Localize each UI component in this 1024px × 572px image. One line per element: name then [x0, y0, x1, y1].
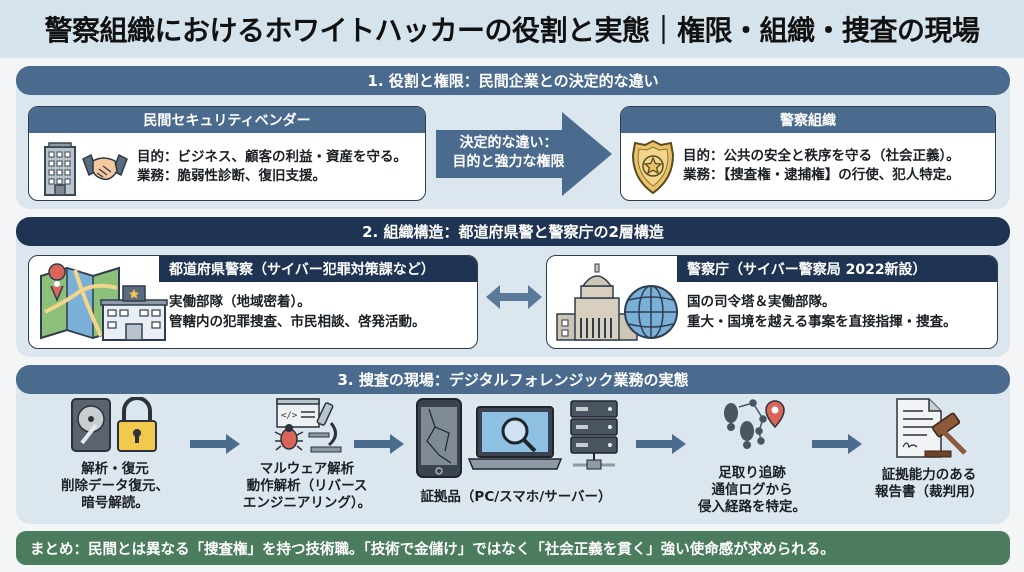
tracking-icons	[724, 399, 785, 449]
handshake-icon	[82, 153, 128, 181]
step-tracking: 足取り追跡 通信ログから 侵入経路を特定。	[692, 397, 812, 516]
page-title: 警察組織におけるホワイトハッカーの役割と実態｜権限・組織・捜査の現場	[44, 14, 980, 47]
bidirectional-arrow-icon	[486, 285, 542, 309]
network-path-icon	[738, 399, 767, 445]
hard-drive-lock-icons	[71, 396, 157, 452]
office-building-icon	[44, 142, 76, 196]
step-malware-analysis: </> マルウェア解析 動作解析（リバース エンジニアリング）。	[242, 397, 372, 512]
private-purpose: 目的：ビジネス、顧客の利益・資産を守る。	[137, 149, 407, 165]
section-heading: 3. 捜査の現場：デジタルフォレンジック業務の実態	[16, 365, 1010, 394]
police-station-icon	[100, 285, 168, 341]
step-desc: 報告書（裁判用）	[875, 484, 983, 500]
card-title: 民間セキュリティベンダー	[29, 107, 425, 133]
prefectural-icons	[40, 263, 168, 341]
card-title: 警察組織	[621, 107, 995, 133]
microscope-icon	[308, 402, 342, 453]
npa-icons	[556, 263, 678, 341]
step-analysis-recovery: 解析・復元 削除データ復元、 暗号解読。	[60, 396, 170, 512]
step-desc: 削除データ復元、	[61, 478, 169, 494]
step-title: 証拠品（PC/スマホ/サーバー）	[420, 489, 612, 505]
map-icon	[40, 263, 120, 340]
step-desc: エンジニアリング）。	[242, 495, 372, 511]
card-title: 都道府県警察（サイバー犯罪対策課など）	[159, 256, 477, 282]
police-badge-icon	[631, 139, 675, 195]
step-title: 解析・復元	[81, 461, 149, 477]
footprints-icon	[724, 403, 754, 449]
laptop-magnifier-icon	[467, 406, 563, 470]
section-structure: 2. 組織構造：都道府県警と警察庁の2層構造	[16, 217, 1010, 357]
summary-banner: まとめ：民間とは異なる「捜査権」を持つ技術職。「技術で金儲け」ではなく「社会正義…	[16, 531, 1010, 565]
step-title: 足取り追跡	[718, 465, 786, 481]
server-rack-icon	[570, 400, 618, 470]
step-title: 証拠能力のある	[881, 467, 977, 483]
section-heading: 2. 組織構造：都道府県警と警察庁の2層構造	[16, 217, 1010, 246]
arrow-label-line2: 目的と強力な権限	[452, 154, 565, 170]
private-duties: 業務：脆弱性診断、復旧支援。	[137, 168, 326, 184]
svg-text:</>: </>	[281, 411, 298, 421]
bug-icon	[274, 424, 304, 451]
npa-role: 国の司令塔＆実働部隊。	[687, 294, 836, 310]
flow-arrow-icon	[190, 434, 240, 454]
section-roles: 1. 役割と権限：民間企業との決定的な違い 民間セキュリティベンダー	[16, 66, 1010, 209]
police-purpose: 目的：公共の安全と秩序を守る（社会正義）。	[683, 148, 960, 164]
title-bar: 警察組織におけるホワイトハッカーの役割と実態｜権限・組織・捜査の現場	[0, 0, 1024, 58]
report-icons	[896, 398, 967, 458]
section-heading: 1. 役割と権限：民間企業との決定的な違い	[16, 66, 1010, 95]
arrow-right-icon	[436, 112, 612, 196]
prefectural-police-card: 都道府県警察（サイバー犯罪対策課など） 実働部隊（地域密着）。 管轄内の犯罪捜査…	[28, 255, 478, 349]
card-title: 警察庁（サイバー警察局 2022新設）	[677, 256, 997, 282]
evidence-icons	[416, 398, 618, 478]
step-desc: 動作解析（リバース	[246, 478, 368, 494]
npa-card: 警察庁（サイバー警察局 2022新設） 国の司令塔＆実働部隊。 重大・国境を越え…	[546, 255, 998, 349]
flow-arrow-icon	[636, 434, 686, 454]
gavel-icon	[924, 412, 967, 458]
police-org-card: 警察組織 目的：公共の安全と秩序を守る（社会正義）。 業務：【捜査権・逮捕権】の…	[620, 106, 996, 201]
diet-building-icon	[556, 263, 638, 341]
npa-duties: 重大・国境を越える事案を直接指揮・捜査。	[687, 314, 957, 330]
summary-text: まとめ：民間とは異なる「捜査権」を持つ技術職。「技術で金儲け」ではなく「社会正義…	[30, 541, 835, 558]
malware-icons: </>	[274, 398, 342, 453]
broken-smartphone-icon	[416, 398, 462, 478]
code-window-icon: </>	[276, 398, 320, 428]
globe-icon	[624, 285, 678, 339]
step-desc: 暗号解読。	[81, 495, 149, 511]
padlock-icon	[117, 396, 157, 452]
private-vendor-card: 民間セキュリティベンダー 目的：ビジネス、顧客の利益・	[28, 106, 426, 201]
hard-drive-icon	[71, 398, 111, 452]
step-desc: 侵入経路を特定。	[698, 499, 806, 515]
step-title: マルウェア解析	[259, 461, 355, 477]
document-icon	[896, 398, 942, 458]
step-report: 証拠能力のある 報告書（裁判用）	[864, 397, 994, 501]
key-difference-arrow: 決定的な違い： 目的と強力な権限	[436, 112, 614, 196]
location-pin-icon	[765, 400, 785, 429]
police-duties: 業務：【捜査権・逮捕権】の行使、犯人特定。	[683, 167, 960, 183]
step-evidence: 証拠品（PC/スマホ/サーバー）	[406, 397, 626, 506]
flow-arrow-icon	[354, 434, 404, 454]
flow-arrow-icon	[812, 434, 862, 454]
arrow-label-line1: 決定的な違い：	[459, 135, 558, 151]
step-desc: 通信ログから	[711, 482, 793, 498]
prefectural-duties: 管轄内の犯罪捜査、市民相談、啓発活動。	[169, 314, 426, 330]
prefectural-role: 実働部隊（地域密着）。	[169, 294, 311, 310]
section-forensics: 3. 捜査の現場：デジタルフォレンジック業務の実態 解析・復元 削除データ復元、…	[16, 365, 1010, 524]
